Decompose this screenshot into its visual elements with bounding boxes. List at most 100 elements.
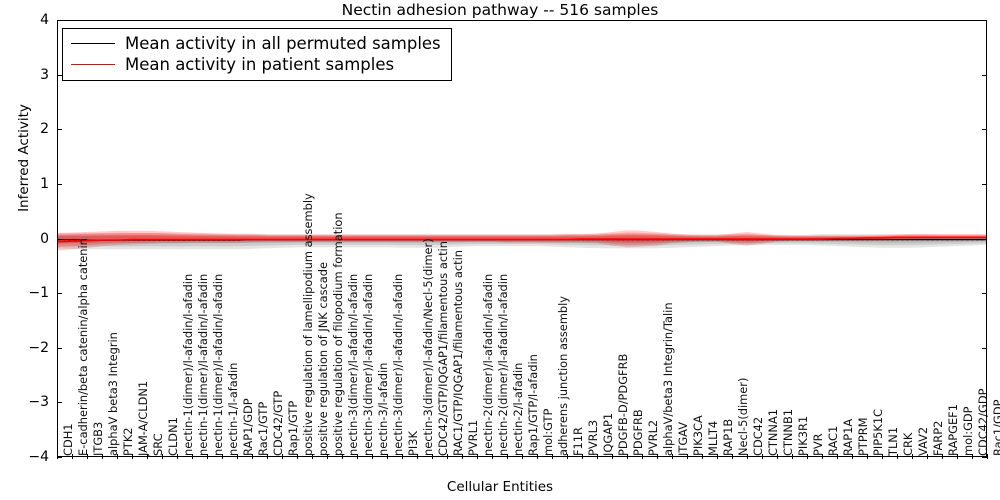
y-tick-mark xyxy=(982,183,987,185)
x-tick-mark xyxy=(762,454,763,459)
x-tick-mark xyxy=(522,454,523,459)
legend-item-permuted: Mean activity in all permuted samples xyxy=(71,35,441,52)
x-tick-mark xyxy=(897,454,898,459)
x-tick-label: nectin-1(dimer)/l-afadin/l-afadin xyxy=(211,273,225,456)
x-tick-mark xyxy=(57,454,58,459)
x-tick-label: mol:GDP xyxy=(961,406,975,456)
x-tick-mark xyxy=(627,454,628,459)
x-tick-mark xyxy=(987,454,988,459)
y-tick-mark xyxy=(982,347,987,349)
x-tick-mark xyxy=(357,454,358,459)
x-tick-label: positive regulation of lamellipodium ass… xyxy=(301,193,315,456)
x-tick-label: nectin-1(dimer)/l-afadin/l-afadin xyxy=(181,273,195,456)
series-line xyxy=(58,236,986,243)
x-tick-label: CRK xyxy=(901,432,915,456)
y-tick-mark xyxy=(57,129,62,131)
x-tick-mark xyxy=(882,454,883,459)
x-axis-label: Cellular Entities xyxy=(446,479,554,495)
x-tick-mark xyxy=(402,454,403,459)
y-tick-mark xyxy=(57,74,62,76)
x-tick-mark xyxy=(162,454,163,459)
x-tick-mark xyxy=(87,454,88,459)
y-tick-mark xyxy=(982,74,987,76)
x-tick-label: RAP1B xyxy=(721,418,735,456)
x-tick-mark xyxy=(477,454,478,459)
x-tick-label: FARP2 xyxy=(931,420,945,456)
x-tick-mark xyxy=(822,454,823,459)
x-tick-label: CDC42 xyxy=(751,416,765,456)
x-tick-label: JAM-A/CLDN1 xyxy=(136,380,150,456)
x-tick-mark xyxy=(852,454,853,459)
x-tick-mark xyxy=(777,454,778,459)
x-tick-mark xyxy=(417,454,418,459)
x-tick-mark xyxy=(702,454,703,459)
x-tick-label: IQGAP1 xyxy=(601,412,615,456)
x-tick-label: PVRL1 xyxy=(466,419,480,456)
x-tick-label: nectin-2/l-afadin xyxy=(511,362,525,456)
x-tick-mark xyxy=(507,454,508,459)
confidence-band xyxy=(58,234,986,247)
x-tick-label: CDC42/GTP/IQGAP1/filamentous actin xyxy=(436,241,450,456)
confidence-band xyxy=(58,230,986,251)
x-tick-mark xyxy=(867,454,868,459)
x-tick-label: nectin-1(dimer)/l-afadin/l-afadin xyxy=(196,273,210,456)
x-tick-mark xyxy=(792,454,793,459)
x-tick-label: PIK3CA xyxy=(691,415,705,456)
y-tick-mark xyxy=(982,129,987,131)
x-tick-label: CTNNB1 xyxy=(781,408,795,456)
x-tick-label: adherens junction assembly xyxy=(556,295,570,456)
x-tick-mark xyxy=(912,454,913,459)
x-tick-label: RAC1/GTP/IQGAP1/filamentous actin xyxy=(451,249,465,456)
y-tick-label: 0 xyxy=(40,230,49,247)
x-tick-mark xyxy=(597,454,598,459)
x-tick-label: Necl-5(dimer) xyxy=(736,377,750,456)
x-tick-label: CDH1 xyxy=(61,423,75,456)
x-tick-mark xyxy=(147,454,148,459)
x-tick-label: alphaV/beta3 Integrin/Talin xyxy=(661,302,675,456)
x-tick-label: positive regulation of filopodium format… xyxy=(331,212,345,456)
x-tick-mark xyxy=(732,454,733,459)
x-tick-mark xyxy=(372,454,373,459)
x-tick-label: CDC42/GDP xyxy=(976,388,990,456)
x-tick-mark xyxy=(207,454,208,459)
confidence-band xyxy=(58,233,986,250)
y-tick-label: 2 xyxy=(40,121,49,138)
x-tick-mark xyxy=(117,454,118,459)
x-tick-label: Rac1/GDP xyxy=(991,399,1000,456)
x-tick-mark xyxy=(462,454,463,459)
x-tick-label: nectin-3(dimer)/l-afadin/l-afadin xyxy=(361,273,375,456)
x-tick-mark xyxy=(447,454,448,459)
legend: Mean activity in all permuted samples Me… xyxy=(62,28,452,81)
x-tick-label: Rap1/GTP/l-afadin xyxy=(526,354,540,456)
x-tick-label: nectin-3/l-afadin xyxy=(376,362,390,456)
y-tick-mark xyxy=(982,402,987,404)
x-tick-mark xyxy=(927,454,928,459)
x-tick-label: RAC1 xyxy=(826,425,840,456)
y-tick-mark xyxy=(982,238,987,240)
x-tick-mark xyxy=(657,454,658,459)
y-tick-mark xyxy=(57,347,62,349)
x-tick-label: F11R xyxy=(571,427,585,456)
x-tick-label: CTNNA1 xyxy=(766,409,780,456)
x-tick-mark xyxy=(537,454,538,459)
x-tick-label: MLLT4 xyxy=(706,420,720,456)
x-tick-label: ITGB3 xyxy=(91,421,105,456)
x-tick-mark xyxy=(132,454,133,459)
x-tick-label: PDGFRB xyxy=(631,409,645,456)
x-tick-label: alphaV beta3 Integrin xyxy=(106,332,120,456)
x-tick-label: CLDN1 xyxy=(166,417,180,456)
y-tick-mark xyxy=(57,402,62,404)
x-tick-label: mol:GTP xyxy=(541,408,555,456)
chart-title: Nectin adhesion pathway -- 516 samples xyxy=(341,1,659,19)
x-tick-label: positive regulation of JNK cascade xyxy=(316,261,330,456)
x-tick-mark xyxy=(612,454,613,459)
x-tick-mark xyxy=(807,454,808,459)
x-tick-label: Rac1/GTP xyxy=(256,401,270,456)
x-tick-label: PVRL3 xyxy=(586,419,600,456)
y-tick-mark xyxy=(57,293,62,295)
x-tick-mark xyxy=(297,454,298,459)
x-tick-mark xyxy=(672,454,673,459)
x-tick-label: nectin-1/l-afadin xyxy=(226,362,240,456)
x-tick-mark xyxy=(177,454,178,459)
x-tick-label: PTPRM xyxy=(856,417,870,456)
